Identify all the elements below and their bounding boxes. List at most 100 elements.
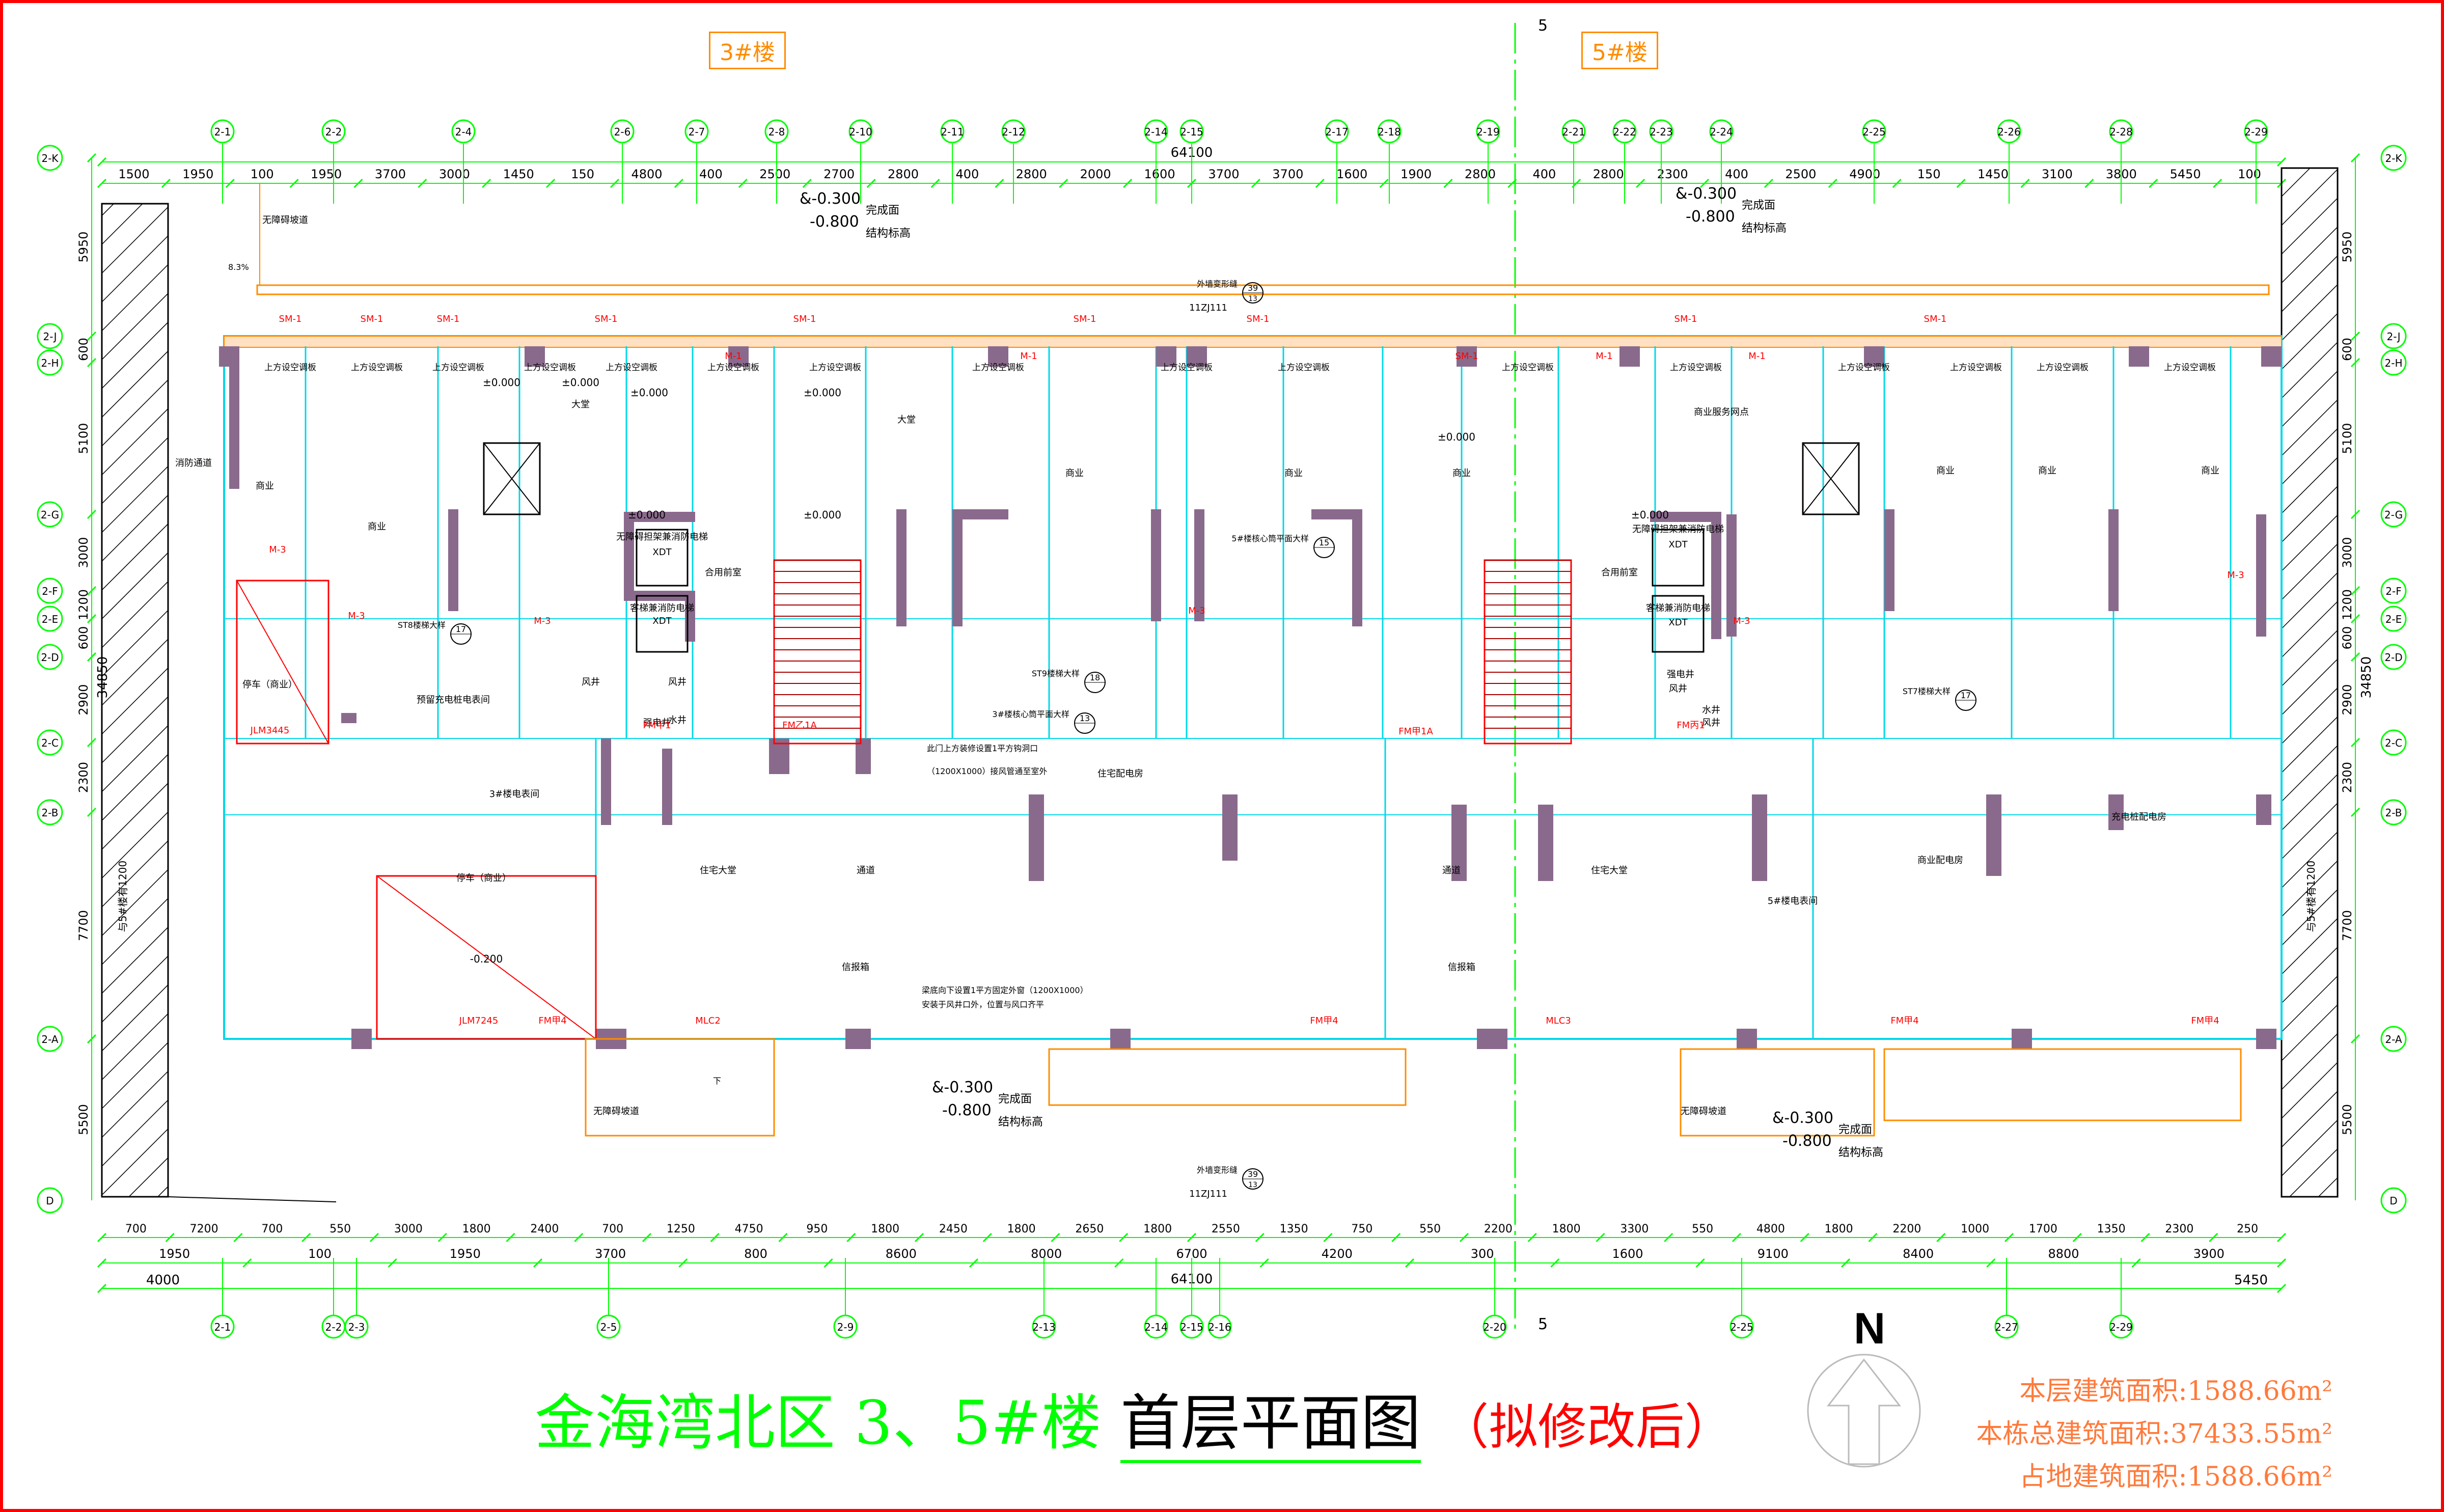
bottom-overall-dim-tick	[97, 1283, 107, 1294]
right-dim-label: 5500	[2340, 1104, 2354, 1135]
top-detail-dim-tick	[353, 178, 363, 188]
top-axis-bubble-label: 2-18	[1378, 126, 1401, 138]
ac-slab-label: 上方设空调板	[972, 363, 1024, 373]
top-axis-bubble-circle	[1709, 119, 1734, 144]
structural-wall	[896, 509, 907, 626]
room-label: XDT	[1668, 617, 1688, 628]
room-label: 停车（商业）	[456, 873, 511, 884]
structural-wall	[1538, 805, 1553, 881]
structural-wall	[624, 512, 634, 601]
bottom-axis-bubble-label: 2-14	[1144, 1321, 1167, 1333]
ac-slab-label: 上方设空调板	[351, 363, 403, 373]
bottom-dim-row1-label: 1800	[1143, 1223, 1172, 1235]
bottom-dim-row1-label: 1700	[2029, 1223, 2057, 1235]
top-axis-bubble-label: 2-23	[1650, 126, 1672, 138]
room-label: 客梯兼消防电梯	[630, 603, 694, 614]
bottom-axis-bubble-circle	[1482, 1314, 1507, 1339]
structural-wall	[769, 738, 789, 774]
bottom-dim-row2-label: 300	[1471, 1247, 1494, 1261]
callout-number: 39	[1248, 1169, 1258, 1179]
right-axis-bubble-label: 2-F	[2385, 585, 2401, 597]
ground-floor-outline	[223, 335, 2283, 1040]
callout-text: 外墙变形缝	[1197, 1165, 1238, 1175]
bottom-right-dim: 5450	[2234, 1273, 2268, 1288]
bottom-dim-row1-label: 950	[806, 1223, 828, 1235]
left-axis-bubble-label: 2-E	[42, 613, 59, 625]
top-axis-bubble-circle	[1476, 119, 1500, 144]
top-axis-bubble-circle	[848, 119, 873, 144]
top-axis-bubble-circle	[610, 119, 635, 144]
top-axis-bubble-circle	[1561, 119, 1586, 144]
structural-wall	[2108, 509, 2119, 611]
room-label: 5#楼电表间	[1768, 896, 1818, 906]
right-dim-tick	[2350, 509, 2360, 519]
left-axis-bubble-label: 2-J	[43, 331, 57, 343]
room-label: 强电井	[643, 718, 671, 728]
bottom-dim-row1-label: 1800	[871, 1223, 899, 1235]
bottom-dim-row1-tick	[982, 1232, 992, 1243]
right-dim-tick	[2350, 331, 2360, 341]
top-detail-dim-label: 1600	[1336, 167, 1367, 181]
level-note-d: 结构标高	[998, 1116, 1043, 1129]
top-detail-dim-label: 3000	[439, 167, 470, 181]
revision-note: （拟修改后）	[1440, 1398, 1734, 1455]
left-dim-tick	[87, 509, 97, 519]
callout-number: 17	[456, 624, 466, 634]
structural-wall	[2256, 514, 2266, 637]
left-dim-tick	[87, 331, 97, 341]
bottom-dim-row1-tick	[233, 1232, 243, 1243]
front-step-4	[1883, 1048, 2242, 1121]
bottom-axis-bubble-label: 2-20	[1483, 1321, 1506, 1333]
callout-number: 18	[1090, 673, 1100, 682]
fire-elevator-box	[1652, 529, 1705, 587]
level-note-a: &-0.300	[1676, 185, 1737, 203]
top-detail-dim-label: 3100	[2042, 167, 2073, 181]
right-axis-bubble-circle	[2380, 644, 2407, 670]
room-label: 风井	[1702, 718, 1720, 728]
room-label: 水井	[668, 715, 686, 726]
left-axis-bubble-circle	[37, 578, 63, 604]
bottom-dim-row1-tick	[1732, 1232, 1742, 1243]
top-axis-bubble-label: 2-14	[1144, 126, 1167, 138]
elevation-mark: ±0.000	[483, 376, 520, 389]
top-axis-bubble-circle	[2244, 119, 2268, 144]
bottom-dim-row1-label: 700	[125, 1223, 147, 1235]
top-detail-dim-tick	[1828, 178, 1837, 188]
bottom-dim-row1-label: 550	[1419, 1223, 1441, 1235]
left-dim-tick	[87, 652, 97, 662]
callout-number: 39	[1248, 283, 1258, 293]
left-axis-bubble-circle	[37, 729, 63, 756]
structural-wall	[2012, 1029, 2032, 1049]
room-label: 风井	[582, 677, 600, 688]
top-detail-dim-tick	[674, 178, 684, 188]
bottom-dim-row2-label: 4200	[1322, 1247, 1353, 1261]
bottom-dim-row1-label: 7200	[190, 1223, 218, 1235]
right-dim-tick	[2350, 153, 2360, 163]
axis-5-top-label: 5	[1538, 17, 1548, 35]
bottom-dim-row1-tick	[1255, 1232, 1265, 1243]
elevator-shaft	[1802, 442, 1860, 515]
top-detail-dim-label: 2800	[1465, 167, 1496, 181]
right-party-wall	[2281, 167, 2339, 1198]
level-note-d: 结构标高	[1838, 1146, 1883, 1159]
room-label: XDT	[652, 547, 672, 558]
bottom-dim-row1-tick	[1868, 1232, 1878, 1243]
door-tag: JLM3445	[250, 725, 290, 736]
left-axis-bubble-label: 2-K	[41, 152, 59, 164]
bottom-dim-row1-tick	[301, 1232, 311, 1243]
callout-text: ST7楼梯大样	[1903, 686, 1951, 696]
ac-slab-label: 上方设空调板	[2037, 363, 2089, 373]
bottom-dim-row1-label: 750	[1351, 1223, 1372, 1235]
room-label: 合用前室	[705, 567, 742, 578]
bottom-dim-row1-tick	[1391, 1232, 1401, 1243]
bottom-dim-row1-tick	[1527, 1232, 1537, 1243]
left-axis-bubble-label: D	[46, 1195, 53, 1207]
bottom-dim-row1-tick	[506, 1232, 515, 1243]
bottom-dim-row2-tick	[1405, 1258, 1415, 1268]
building-tag-left: 3#楼	[709, 32, 786, 69]
structural-wall	[2256, 794, 2271, 825]
door-tag: SM-1	[279, 314, 302, 324]
bottom-axis-bubble-label: 2-9	[837, 1321, 854, 1333]
top-axis-bubble-label: 2-24	[1710, 126, 1733, 138]
right-axis-bubble-circle	[2380, 729, 2407, 756]
